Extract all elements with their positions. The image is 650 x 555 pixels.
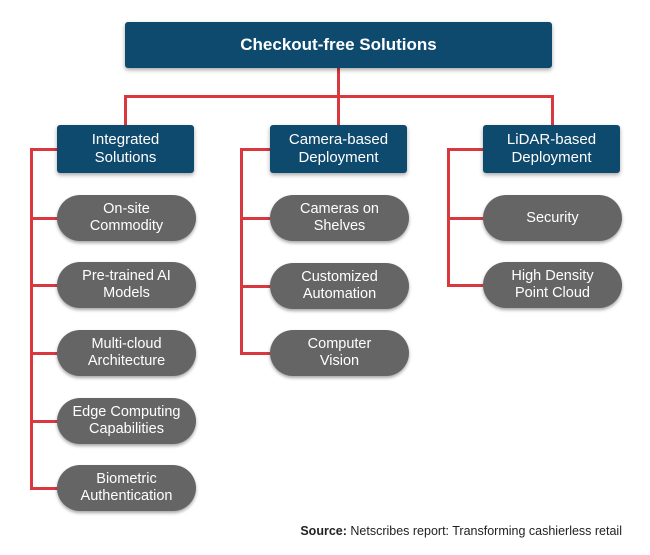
node-label: Cameras on Shelves	[300, 201, 379, 234]
node-label: Multi-cloud Architecture	[87, 336, 166, 369]
node-label: Biometric Authentication	[80, 471, 173, 504]
node-cameras-on-shelves: Cameras on Shelves	[270, 195, 409, 241]
connector-camera-stub	[240, 148, 270, 151]
node-customized-automation: Customized Automation	[270, 263, 409, 309]
root-node: Checkout-free Solutions	[125, 22, 552, 68]
node-label: Edge Computing Capabilities	[72, 404, 181, 437]
connector-camera-tick-3	[240, 352, 270, 355]
connector-camera-tick-1	[240, 217, 270, 220]
connector-camera-spine	[240, 148, 243, 355]
connector-integrated-tick-3	[30, 352, 57, 355]
node-pre-trained-ai-models: Pre-trained AI Models	[57, 262, 196, 308]
node-on-site-commodity: On-site Commodity	[57, 195, 196, 241]
connector-root-down	[337, 68, 340, 96]
node-high-density-point-cloud: High Density Point Cloud	[483, 262, 622, 308]
category-integrated-solutions: Integrated Solutions	[57, 125, 194, 173]
connector-lidar-stub	[447, 148, 483, 151]
category-camera-based-deployment: Camera-based Deployment	[270, 125, 407, 173]
node-computer-vision: Computer Vision	[270, 330, 409, 376]
connector-integrated-stub	[30, 148, 58, 151]
connector-drop-camera	[337, 95, 340, 126]
connector-integrated-tick-2	[30, 284, 57, 287]
connector-integrated-tick-1	[30, 217, 57, 220]
connector-lidar-tick-1	[447, 217, 483, 220]
node-label: On-site Commodity	[89, 201, 164, 234]
node-label: High Density Point Cloud	[511, 268, 594, 301]
node-biometric-authentication: Biometric Authentication	[57, 465, 196, 511]
node-multi-cloud-architecture: Multi-cloud Architecture	[57, 330, 196, 376]
category-lidar-based-deployment: LiDAR-based Deployment	[483, 125, 620, 173]
source-prefix: Source:	[300, 524, 347, 538]
category-label: LiDAR-based Deployment	[506, 131, 597, 166]
node-label: Pre-trained AI Models	[82, 268, 171, 301]
category-label: Integrated Solutions	[91, 131, 160, 166]
connector-camera-tick-2	[240, 285, 270, 288]
source-text: Netscribes report: Transforming cashierl…	[346, 524, 622, 538]
root-node-label: Checkout-free Solutions	[240, 35, 437, 54]
connector-drop-integrated	[124, 95, 127, 126]
node-security: Security	[483, 195, 622, 241]
node-edge-computing-capabilities: Edge Computing Capabilities	[57, 398, 196, 444]
connector-lidar-tick-2	[447, 284, 483, 287]
node-label: Customized Automation	[301, 269, 378, 302]
connector-integrated-spine	[30, 148, 33, 490]
node-label: Computer Vision	[307, 336, 372, 369]
category-label: Camera-based Deployment	[288, 131, 389, 166]
source-caption: Source: Netscribes report: Transforming …	[300, 524, 622, 538]
connector-integrated-tick-4	[30, 420, 57, 423]
connector-integrated-tick-5	[30, 487, 57, 490]
connector-drop-lidar	[551, 95, 554, 126]
node-label: Security	[526, 209, 579, 226]
